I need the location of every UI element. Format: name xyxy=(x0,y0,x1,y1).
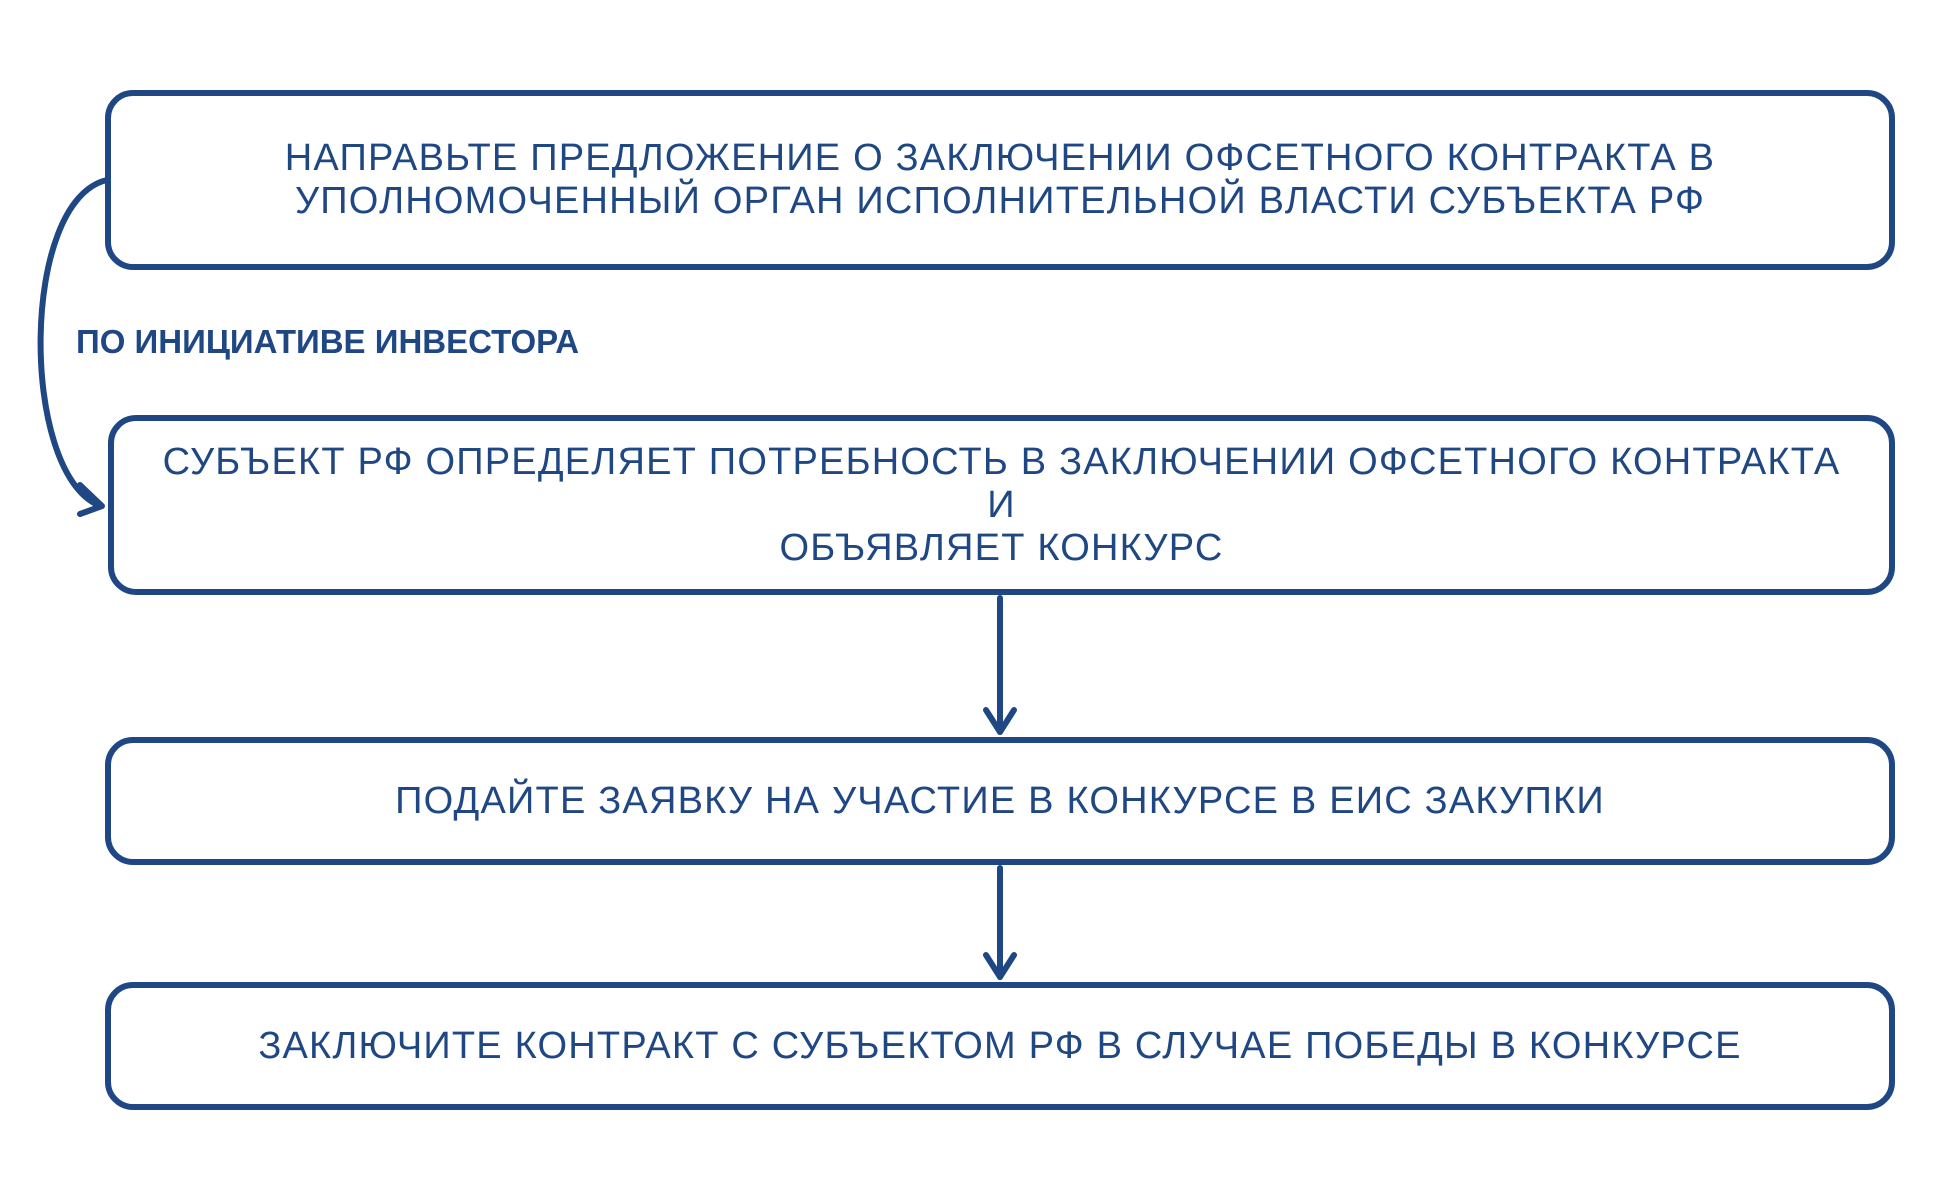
step-1-text: НАПРАВЬТЕ ПРЕДЛОЖЕНИЕ О ЗАКЛЮЧЕНИИ ОФСЕТ… xyxy=(285,137,1715,223)
curved-connector xyxy=(37,177,110,508)
step-4-text: ЗАКЛЮЧИТЕ КОНТРАКТ С СУБЪЕКТОМ РФ В СЛУЧ… xyxy=(258,1025,1741,1068)
step-2-text: СУБЪЕКТ РФ ОПРЕДЕЛЯЕТ ПОТРЕБНОСТЬ В ЗАКЛ… xyxy=(154,441,1849,570)
arrowhead-2-3-icon xyxy=(983,707,1017,735)
arrowhead-3-4-icon xyxy=(983,952,1017,980)
step-box-2: СУБЪЕКТ РФ ОПРЕДЕЛЯЕТ ПОТРЕБНОСТЬ В ЗАКЛ… xyxy=(108,415,1895,595)
curved-arrowhead-icon xyxy=(77,482,105,517)
step-box-3: ПОДАЙТЕ ЗАЯВКУ НА УЧАСТИЕ В КОНКУРСЕ В Е… xyxy=(105,737,1895,865)
investor-initiative-label: ПО ИНИЦИАТИВЕ ИНВЕСТОРА xyxy=(76,323,580,360)
step-4-line-1: ЗАКЛЮЧИТЕ КОНТРАКТ С СУБЪЕКТОМ РФ В СЛУЧ… xyxy=(258,1024,1742,1067)
step-box-1: НАПРАВЬТЕ ПРЕДЛОЖЕНИЕ О ЗАКЛЮЧЕНИИ ОФСЕТ… xyxy=(105,90,1895,270)
step-1-line-2: УПОЛНОМОЧЕННЫЙ ОРГАН ИСПОЛНИТЕЛЬНОЙ ВЛАС… xyxy=(294,180,1706,222)
step-3-line-1: ПОДАЙТЕ ЗАЯВКУ НА УЧАСТИЕ В КОНКУРСЕ В Е… xyxy=(395,779,1605,822)
step-1-line-1: НАПРАВЬТЕ ПРЕДЛОЖЕНИЕ О ЗАКЛЮЧЕНИИ ОФСЕТ… xyxy=(284,137,1716,179)
step-box-4: ЗАКЛЮЧИТЕ КОНТРАКТ С СУБЪЕКТОМ РФ В СЛУЧ… xyxy=(105,982,1895,1110)
step-2-line-2: ОБЪЯВЛЯЕТ КОНКУРС xyxy=(779,526,1224,569)
step-3-text: ПОДАЙТЕ ЗАЯВКУ НА УЧАСТИЕ В КОНКУРСЕ В Е… xyxy=(395,780,1605,823)
step-2-line-1: СУБЪЕКТ РФ ОПРЕДЕЛЯЕТ ПОТРЕБНОСТЬ В ЗАКЛ… xyxy=(162,440,1841,526)
